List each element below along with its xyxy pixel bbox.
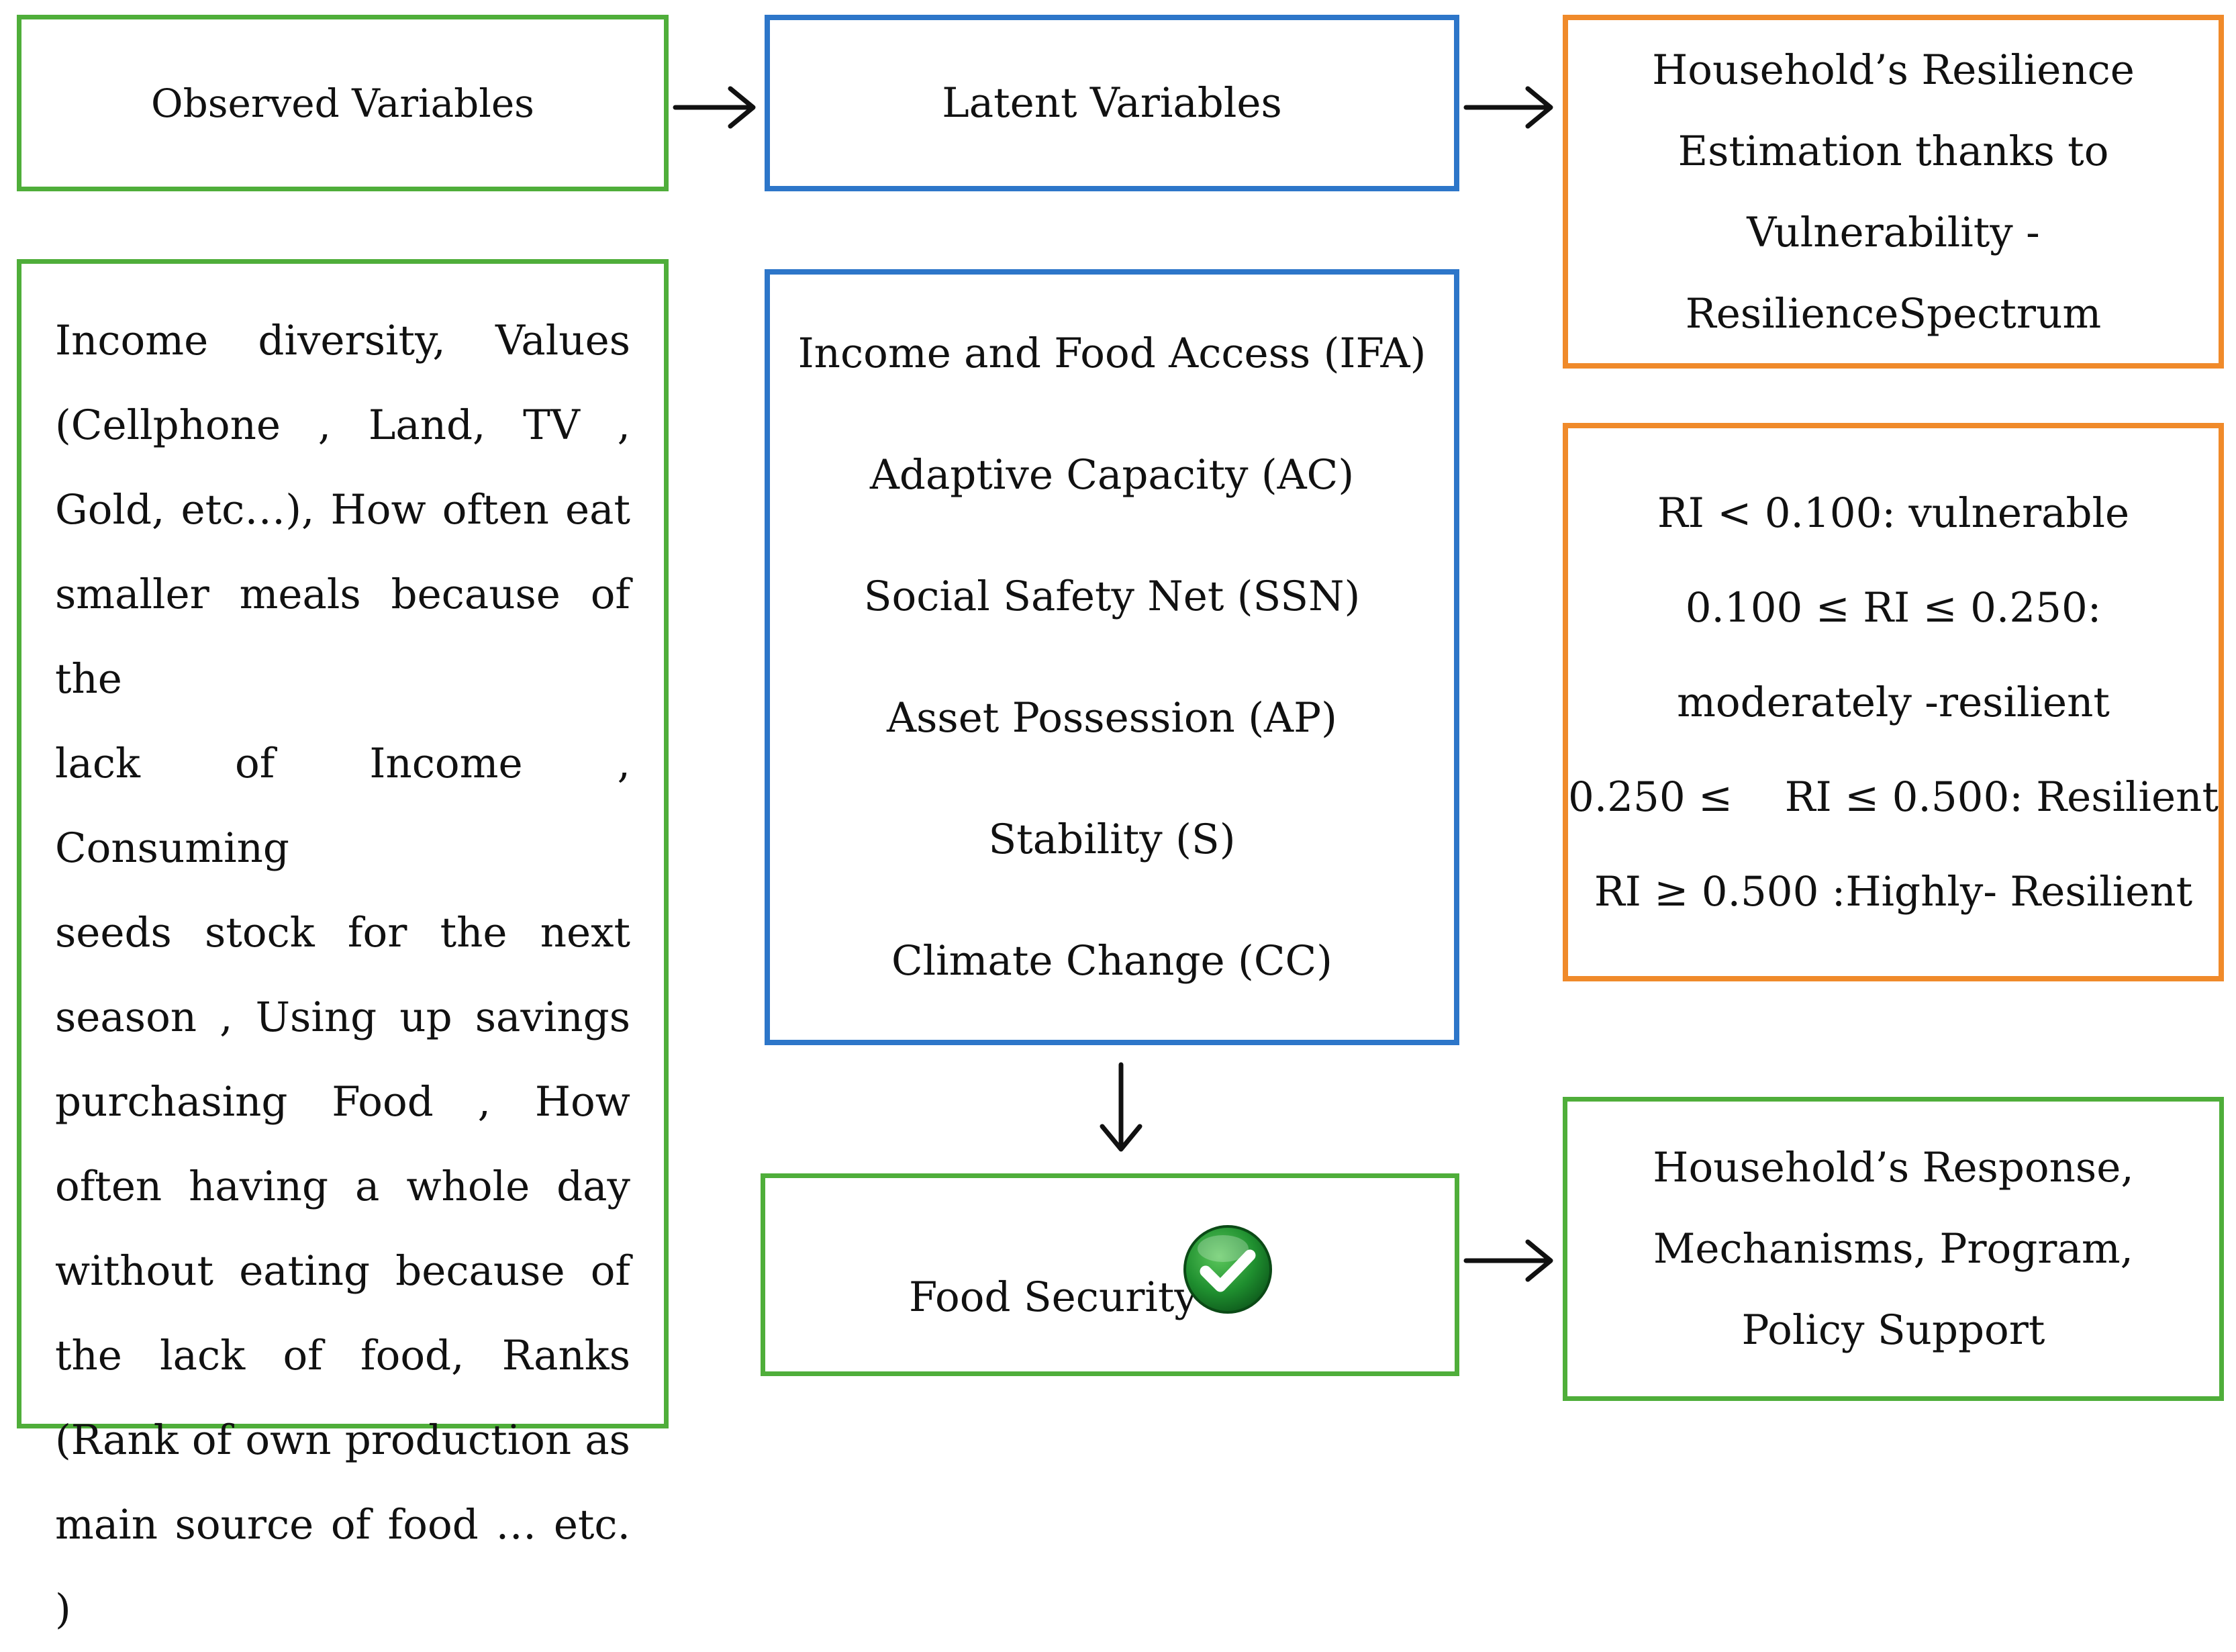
- observed-line: main source of food … etc. ): [55, 1501, 630, 1633]
- latent-item-cc: Climate Change (CC): [891, 937, 1332, 985]
- household-response-box: Household’s Response, Mechanisms, Progra…: [1563, 1097, 2224, 1401]
- resilience-line-2: Estimation thanks to: [1678, 127, 2109, 175]
- latent-variables-title: Latent Variables: [942, 79, 1282, 127]
- latent-item-ssn: Social Safety Net (SSN): [863, 573, 1361, 620]
- observed-variables-box: Income diversity, Values (Cellphone , La…: [17, 259, 669, 1633]
- arrow-latent-to-resilience: [1463, 86, 1553, 129]
- arrow-food-security-to-response: [1463, 1239, 1553, 1282]
- resilience-line-4: ResilienceSpectrum: [1685, 289, 2102, 338]
- response-line-2: Mechanisms, Program,: [1653, 1225, 2134, 1273]
- observed-line: often having a whole day: [55, 1163, 630, 1210]
- observed-line: (Rank of own production as: [55, 1416, 630, 1464]
- threshold-line-3: moderately -resilient: [1677, 678, 2110, 726]
- resilience-line-1: Household’s Resilience: [1652, 46, 2135, 94]
- threshold-line-4: 0.250 ≤ RI ≤ 0.500: Resilient: [1568, 773, 2219, 821]
- observed-variables-text: Income diversity, Values (Cellphone , La…: [55, 299, 630, 1633]
- observed-line: (Cellphone , Land, TV ,: [55, 401, 630, 449]
- observed-line: lack of Income , Consuming: [55, 740, 630, 872]
- arrow-latent-to-food-security: [1100, 1062, 1143, 1152]
- observed-line: smaller meals because of the: [55, 571, 630, 703]
- observed-variables-header: Observed Variables: [17, 15, 669, 191]
- observed-line: seeds stock for the next: [55, 909, 630, 957]
- response-line-3: Policy Support: [1741, 1306, 2045, 1354]
- arrow-observed-to-latent: [673, 86, 756, 129]
- observed-line: season , Using up savings: [55, 993, 630, 1041]
- response-line-1: Household’s Response,: [1653, 1144, 2134, 1192]
- latent-item-ap: Asset Possession (AP): [887, 694, 1337, 742]
- food-security-label: Food Security: [909, 1273, 1198, 1321]
- latent-item-s: Stability (S): [988, 816, 1236, 863]
- food-security-box: Food Security: [761, 1173, 1459, 1376]
- latent-variables-box: Income and Food Access (IFA) Adaptive Ca…: [765, 269, 1459, 1045]
- latent-item-ac: Adaptive Capacity (AC): [869, 451, 1355, 499]
- observed-line: Gold, etc…), How often eat: [55, 486, 630, 534]
- latent-item-ifa: Income and Food Access (IFA): [797, 330, 1426, 377]
- latent-variables-header: Latent Variables: [765, 15, 1459, 191]
- resilience-thresholds-box: RI < 0.100: vulnerable 0.100 ≤ RI ≤ 0.25…: [1563, 423, 2224, 981]
- observed-line: purchasing Food , How: [55, 1078, 630, 1126]
- threshold-line-1: RI < 0.100: vulnerable: [1657, 489, 2130, 537]
- threshold-line-2: 0.100 ≤ RI ≤ 0.250:: [1685, 583, 2102, 632]
- observed-variables-title: Observed Variables: [151, 80, 534, 126]
- observed-line: without eating because of: [55, 1247, 630, 1295]
- observed-line: Income diversity, Values: [55, 317, 630, 365]
- resilience-estimation-box: Household’s Resilience Estimation thanks…: [1563, 15, 2224, 369]
- resilience-line-3: Vulnerability -: [1747, 208, 2040, 256]
- check-icon: [1183, 1225, 1272, 1314]
- threshold-line-5: RI ≥ 0.500 :Highly- Resilient: [1594, 867, 2193, 916]
- observed-line: the lack of food, Ranks: [55, 1332, 630, 1379]
